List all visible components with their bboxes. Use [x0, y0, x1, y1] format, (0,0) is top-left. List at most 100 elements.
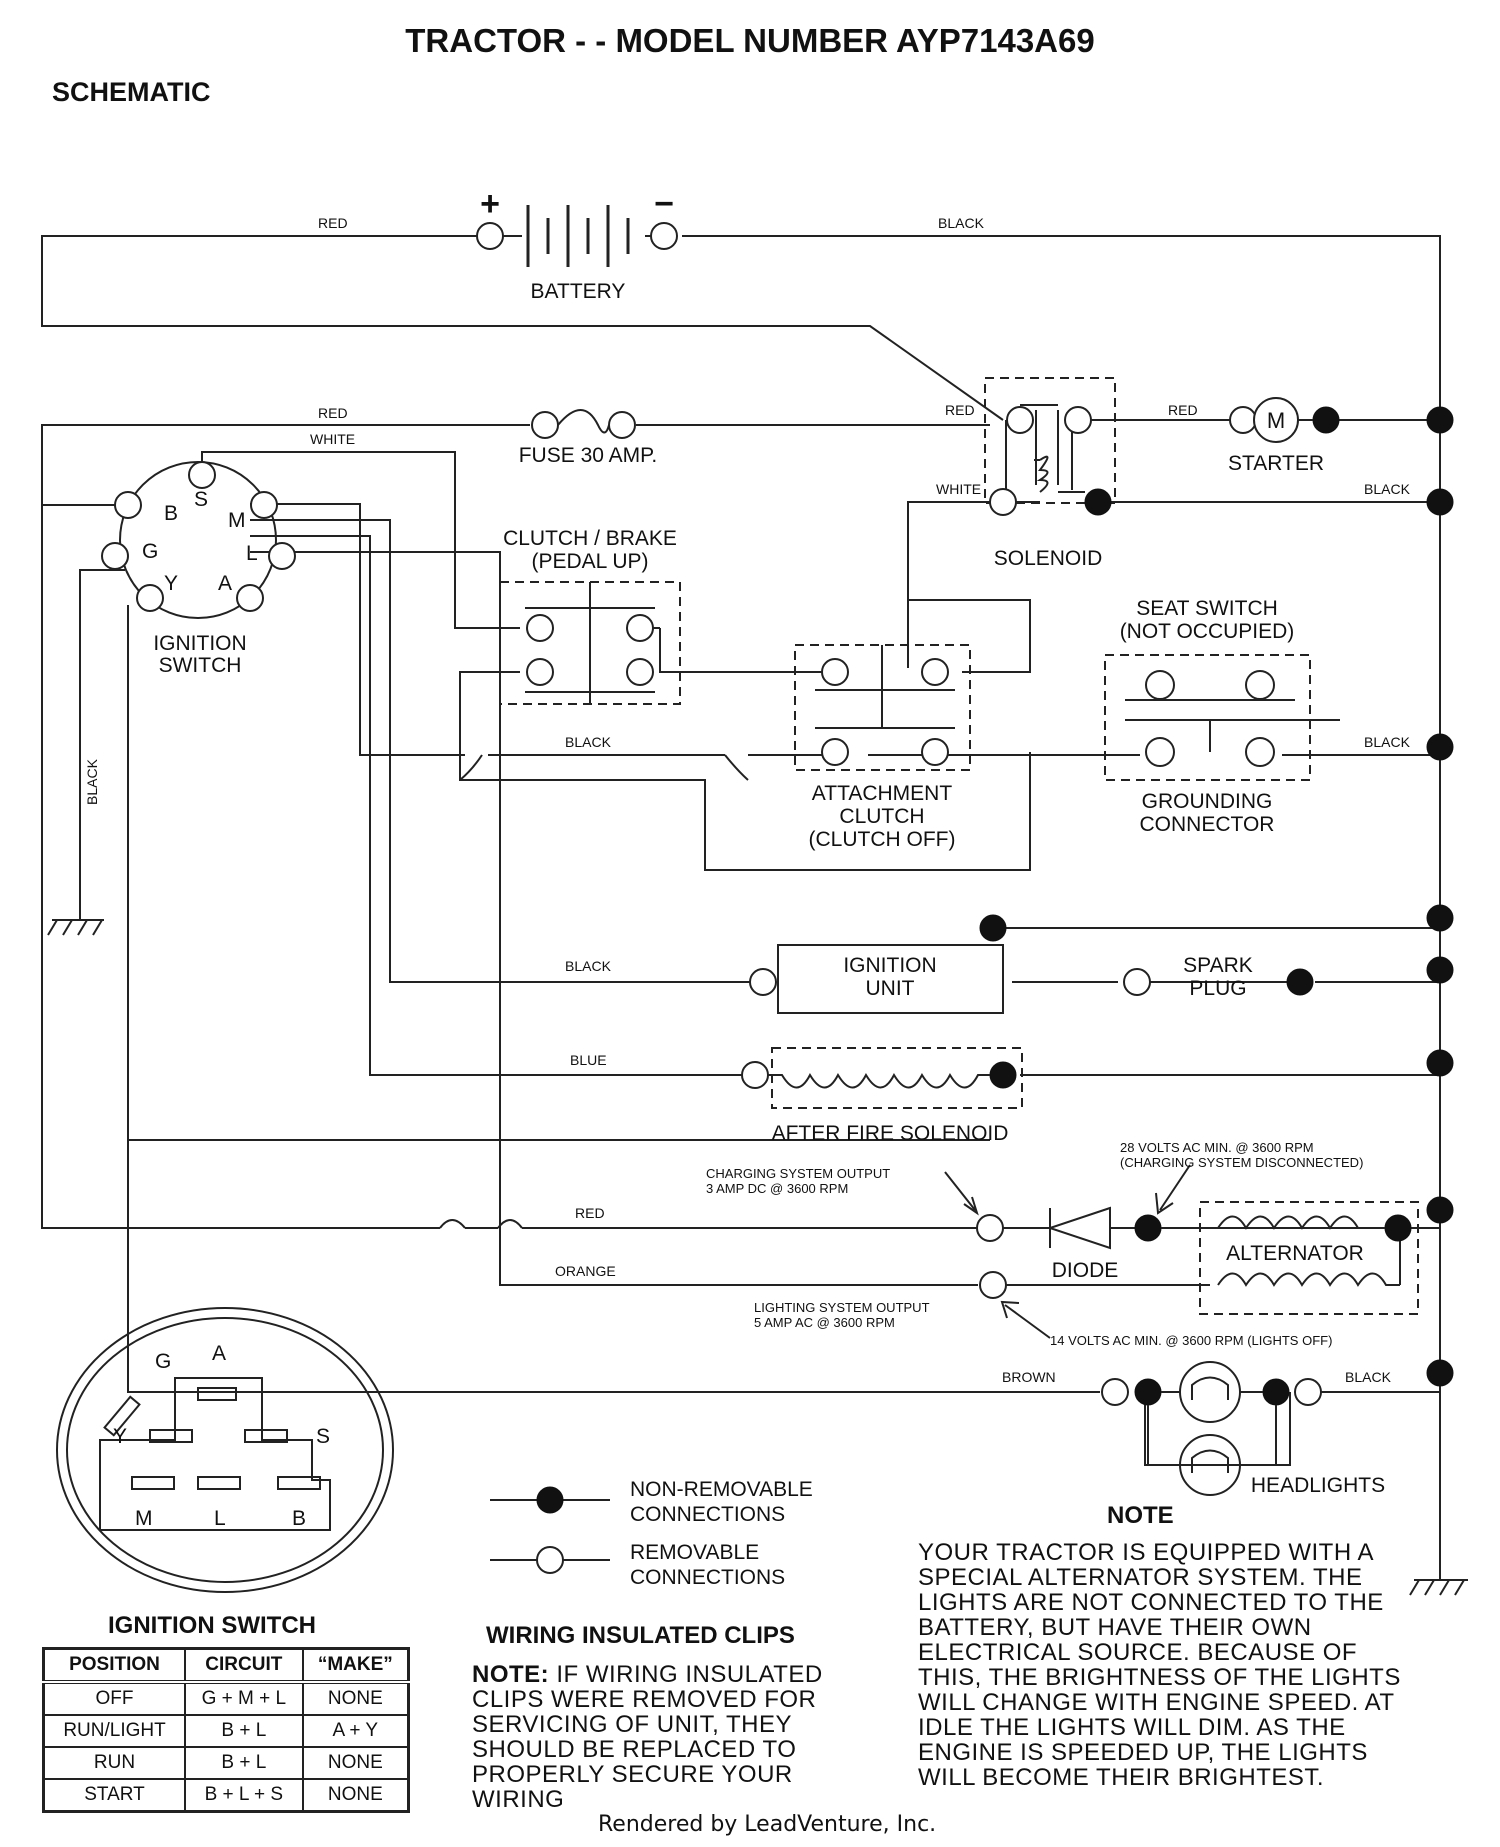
legend: NON-REMOVABLE CONNECTIONS REMOVABLE CONN…: [490, 1478, 813, 1589]
solenoid: SOLENOID: [984, 377, 1116, 570]
wire-label-red-fuse: RED: [318, 405, 348, 421]
charging-output-line2: 3 AMP DC @ 3600 RPM: [706, 1181, 848, 1196]
wire-label-black-battery: BLACK: [938, 215, 985, 231]
cell: B + L: [184, 1714, 304, 1748]
charging-output-line1: CHARGING SYSTEM OUTPUT: [706, 1166, 890, 1181]
note-title: NOTE: [1107, 1502, 1174, 1529]
volts-28-line1: 28 VOLTS AC MIN. @ 3600 RPM: [1120, 1140, 1314, 1155]
face-label-b: B: [292, 1507, 306, 1530]
cell: B + L + S: [184, 1778, 304, 1813]
ignition-unit-label-line2: UNIT: [866, 977, 915, 1000]
wire-label-white-s: WHITE: [310, 431, 355, 447]
seat-switch-label-line2: (NOT OCCUPIED): [1120, 620, 1295, 643]
lighting-output-line1: LIGHTING SYSTEM OUTPUT: [754, 1300, 930, 1315]
battery-label: BATTERY: [531, 280, 626, 303]
face-label-l: L: [214, 1507, 226, 1530]
wire-label-black-ignition-unit: BLACK: [565, 958, 612, 974]
starter-label: STARTER: [1228, 452, 1324, 475]
terminal-b: B: [164, 502, 178, 525]
wire-label-black-seat: BLACK: [1364, 734, 1411, 750]
clips-note-label: NOTE:: [472, 1661, 550, 1688]
seat-switch: SEAT SWITCH (NOT OCCUPIED) GROUNDING CON…: [1104, 597, 1311, 836]
terminal-s: S: [194, 488, 208, 511]
fuse-label: FUSE 30 AMP.: [519, 444, 658, 467]
cell: G + M + L: [184, 1681, 304, 1716]
ignition-switch-table: POSITION CIRCUIT “MAKE” OFF G + M + L NO…: [42, 1647, 410, 1813]
charging-system: DIODE ALTERNATOR CHARGING SYSTEM OUTPUT …: [706, 1140, 1419, 1348]
lighting-output-line2: 5 AMP AC @ 3600 RPM: [754, 1315, 895, 1330]
terminal-y: Y: [164, 572, 178, 595]
ground-symbol-right: [1409, 1480, 1468, 1596]
switch-table-title: IGNITION SWITCH: [108, 1612, 316, 1639]
grounding-connector-label-line2: CONNECTOR: [1140, 813, 1275, 836]
face-label-a: A: [212, 1342, 226, 1365]
clips-note: NOTE: IF WIRING INSULATED CLIPS WERE REM…: [472, 1662, 872, 1812]
face-label-y: Y: [113, 1425, 127, 1448]
ignition-switch-label-line2: SWITCH: [159, 654, 242, 677]
ignition-switch: B S M G L Y A IGNITION SWITCH: [101, 461, 296, 677]
cell: OFF: [42, 1681, 187, 1716]
cell: RUN: [42, 1746, 187, 1780]
spark-plug-label-line2: PLUG: [1189, 977, 1246, 1000]
attachment-clutch-label-line3: (CLUTCH OFF): [809, 828, 956, 851]
wire-label-black-headlights: BLACK: [1345, 1369, 1392, 1385]
legend-removable-line1: REMOVABLE: [630, 1541, 759, 1564]
page-subtitle: SCHEMATIC: [52, 77, 211, 107]
page-title: TRACTOR - - MODEL NUMBER AYP7143A69: [405, 22, 1094, 59]
headlights: HEADLIGHTS: [1101, 1361, 1385, 1497]
seat-switch-label-line1: SEAT SWITCH: [1136, 597, 1278, 620]
ground-symbol-left: [47, 919, 104, 936]
wire-label-white-solenoid: WHITE: [936, 481, 981, 497]
cell: A + Y: [301, 1714, 410, 1748]
attachment-clutch-label-line2: CLUTCH: [839, 805, 924, 828]
wire-label-red-starter: RED: [1168, 402, 1198, 418]
cell: START: [42, 1778, 187, 1813]
attachment-clutch-label-line1: ATTACHMENT: [812, 782, 953, 805]
face-label-g: G: [155, 1350, 171, 1373]
wire-label-black-ground: BLACK: [84, 758, 100, 805]
starter-symbol: M: [1267, 408, 1285, 433]
wire-label-orange: ORANGE: [555, 1263, 616, 1279]
wires: [41, 235, 1441, 1480]
ignition-switch-label-line1: IGNITION: [153, 632, 246, 655]
after-fire-solenoid: AFTER FIRE SOLENOID: [741, 1047, 1023, 1145]
note-text: YOUR TRACTOR IS EQUIPPED WITH A SPECIAL …: [918, 1539, 1401, 1791]
clips-note-text: IF WIRING INSULATED CLIPS WERE REMOVED F…: [472, 1661, 823, 1813]
spark-plug-label-line1: SPARK: [1183, 954, 1253, 977]
ignition-unit-label-line1: IGNITION: [843, 954, 936, 977]
wire-label-red-charging: RED: [575, 1205, 605, 1221]
face-label-s: S: [316, 1425, 330, 1448]
table-row: RUN/LIGHT B + L A + Y: [42, 1714, 410, 1748]
spark-plug: SPARK PLUG: [1123, 954, 1314, 1000]
diode-label: DIODE: [1052, 1259, 1119, 1282]
battery: + − BATTERY: [476, 185, 678, 303]
col-circuit: CIRCUIT: [184, 1647, 304, 1684]
attachment-clutch: ATTACHMENT CLUTCH (CLUTCH OFF): [794, 644, 971, 851]
table-row: RUN B + L NONE: [42, 1746, 410, 1780]
wire-label-blue: BLUE: [570, 1052, 607, 1068]
solenoid-label: SOLENOID: [994, 547, 1103, 570]
cell: NONE: [301, 1778, 410, 1813]
terminal-m: M: [228, 509, 246, 532]
headlights-label: HEADLIGHTS: [1251, 1474, 1385, 1497]
volts-28-line2: (CHARGING SYSTEM DISCONNECTED): [1120, 1155, 1363, 1170]
wire-label-red-solenoid: RED: [945, 402, 975, 418]
battery-plus: +: [480, 185, 500, 223]
wire-label-red-battery: RED: [318, 215, 348, 231]
starter: M STARTER: [1228, 397, 1340, 475]
wire-label-brown: BROWN: [1002, 1369, 1056, 1385]
terminal-g: G: [142, 540, 158, 563]
fuse-30-amp: FUSE 30 AMP.: [519, 409, 658, 467]
legend-nonremovable-line2: CONNECTIONS: [630, 1503, 785, 1526]
table-row: OFF G + M + L NONE: [42, 1681, 410, 1716]
terminal-l: L: [246, 542, 258, 565]
cell: NONE: [301, 1681, 410, 1716]
terminal-a: A: [218, 572, 232, 595]
alternator-label: ALTERNATOR: [1226, 1242, 1364, 1265]
table-row: START B + L + S NONE: [42, 1778, 410, 1813]
ignition-unit: IGNITION UNIT: [749, 914, 1007, 1014]
face-label-m: M: [135, 1507, 153, 1530]
cell: RUN/LIGHT: [42, 1714, 187, 1748]
wire-label-black-solenoid: BLACK: [1364, 481, 1411, 497]
footer-credit: Rendered by LeadVenture, Inc.: [598, 1812, 937, 1837]
